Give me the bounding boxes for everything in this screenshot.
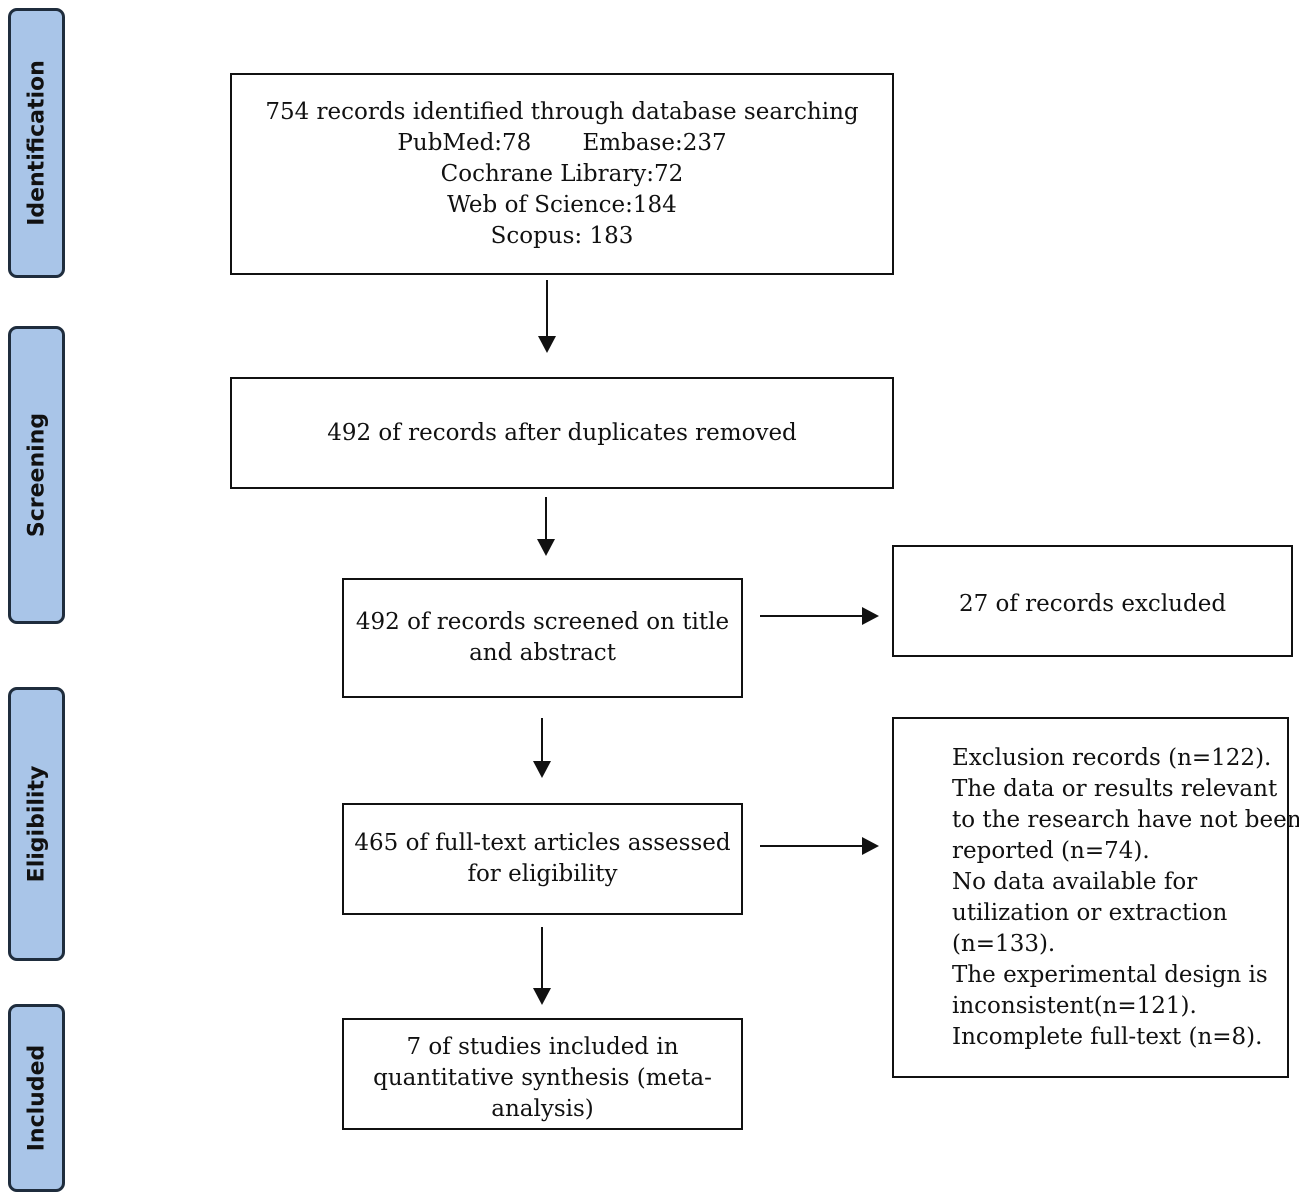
box-text-line: No data available for — [952, 868, 1198, 895]
stage-screening: Screening — [8, 326, 65, 624]
arrowhead-down — [533, 761, 551, 778]
box-text-line: The experimental design is — [952, 961, 1268, 988]
box-text-line: to the research have not been — [952, 806, 1299, 833]
box-text-line: (n=133). — [952, 930, 1056, 957]
box-text-line: for eligibility — [467, 861, 618, 887]
box-text-line: 754 records identified through database … — [265, 98, 859, 125]
box-text-line: The data or results relevant — [952, 775, 1278, 802]
box-text-line: Scopus: 183 — [490, 222, 634, 249]
arrowhead-down — [537, 539, 555, 556]
box-text-line: Web of Science:184 — [447, 191, 677, 218]
box-text-line: 492 of records screened on title — [355, 609, 730, 635]
box-text-line: analysis) — [491, 1096, 594, 1122]
arrowhead-down — [533, 988, 551, 1005]
identified-records-box: 754 records identified through database … — [230, 73, 894, 275]
box-text-line: reported (n=74). — [952, 837, 1150, 864]
box-text-line: quantitative synthesis (meta- — [373, 1065, 712, 1091]
fulltext-assessed-box: 465 of full-text articles assessed for e… — [342, 803, 743, 915]
screening-excluded-box: 27 of records excluded — [892, 545, 1293, 657]
arrowhead-right — [862, 837, 879, 855]
stage-included: Included — [8, 1004, 65, 1192]
box-text-line: utilization or extraction — [952, 899, 1228, 926]
arrowhead-down — [538, 336, 556, 353]
screened-records-box: 492 of records screened on title and abs… — [342, 578, 743, 698]
duplicates-removed-box: 492 of records after duplicates removed — [230, 377, 894, 489]
stage-identification: Identification — [8, 8, 65, 278]
box-text-line: 7 of studies included in — [406, 1034, 679, 1060]
stage-eligibility: Eligibility — [8, 687, 65, 961]
box-text-line: Exclusion records (n=122). — [952, 744, 1272, 771]
box-text-line: and abstract — [469, 640, 616, 666]
box-text-line: 465 of full-text articles assessed — [354, 830, 731, 856]
box-text-line: inconsistent(n=121). — [952, 992, 1197, 1019]
arrowhead-right — [862, 607, 879, 625]
included-studies-box: 7 of studies included in quantitative sy… — [342, 1018, 743, 1130]
box-text-line: 492 of records after duplicates removed — [327, 419, 797, 446]
fulltext-excluded-box: Exclusion records (n=122). The data or r… — [892, 717, 1299, 1078]
box-text-line: 27 of records excluded — [958, 591, 1227, 617]
box-text-line: PubMed:78 Embase:237 — [397, 129, 727, 156]
box-text-line: Incomplete full-text (n=8). — [952, 1023, 1263, 1050]
box-text-line: Cochrane Library:72 — [440, 160, 684, 187]
